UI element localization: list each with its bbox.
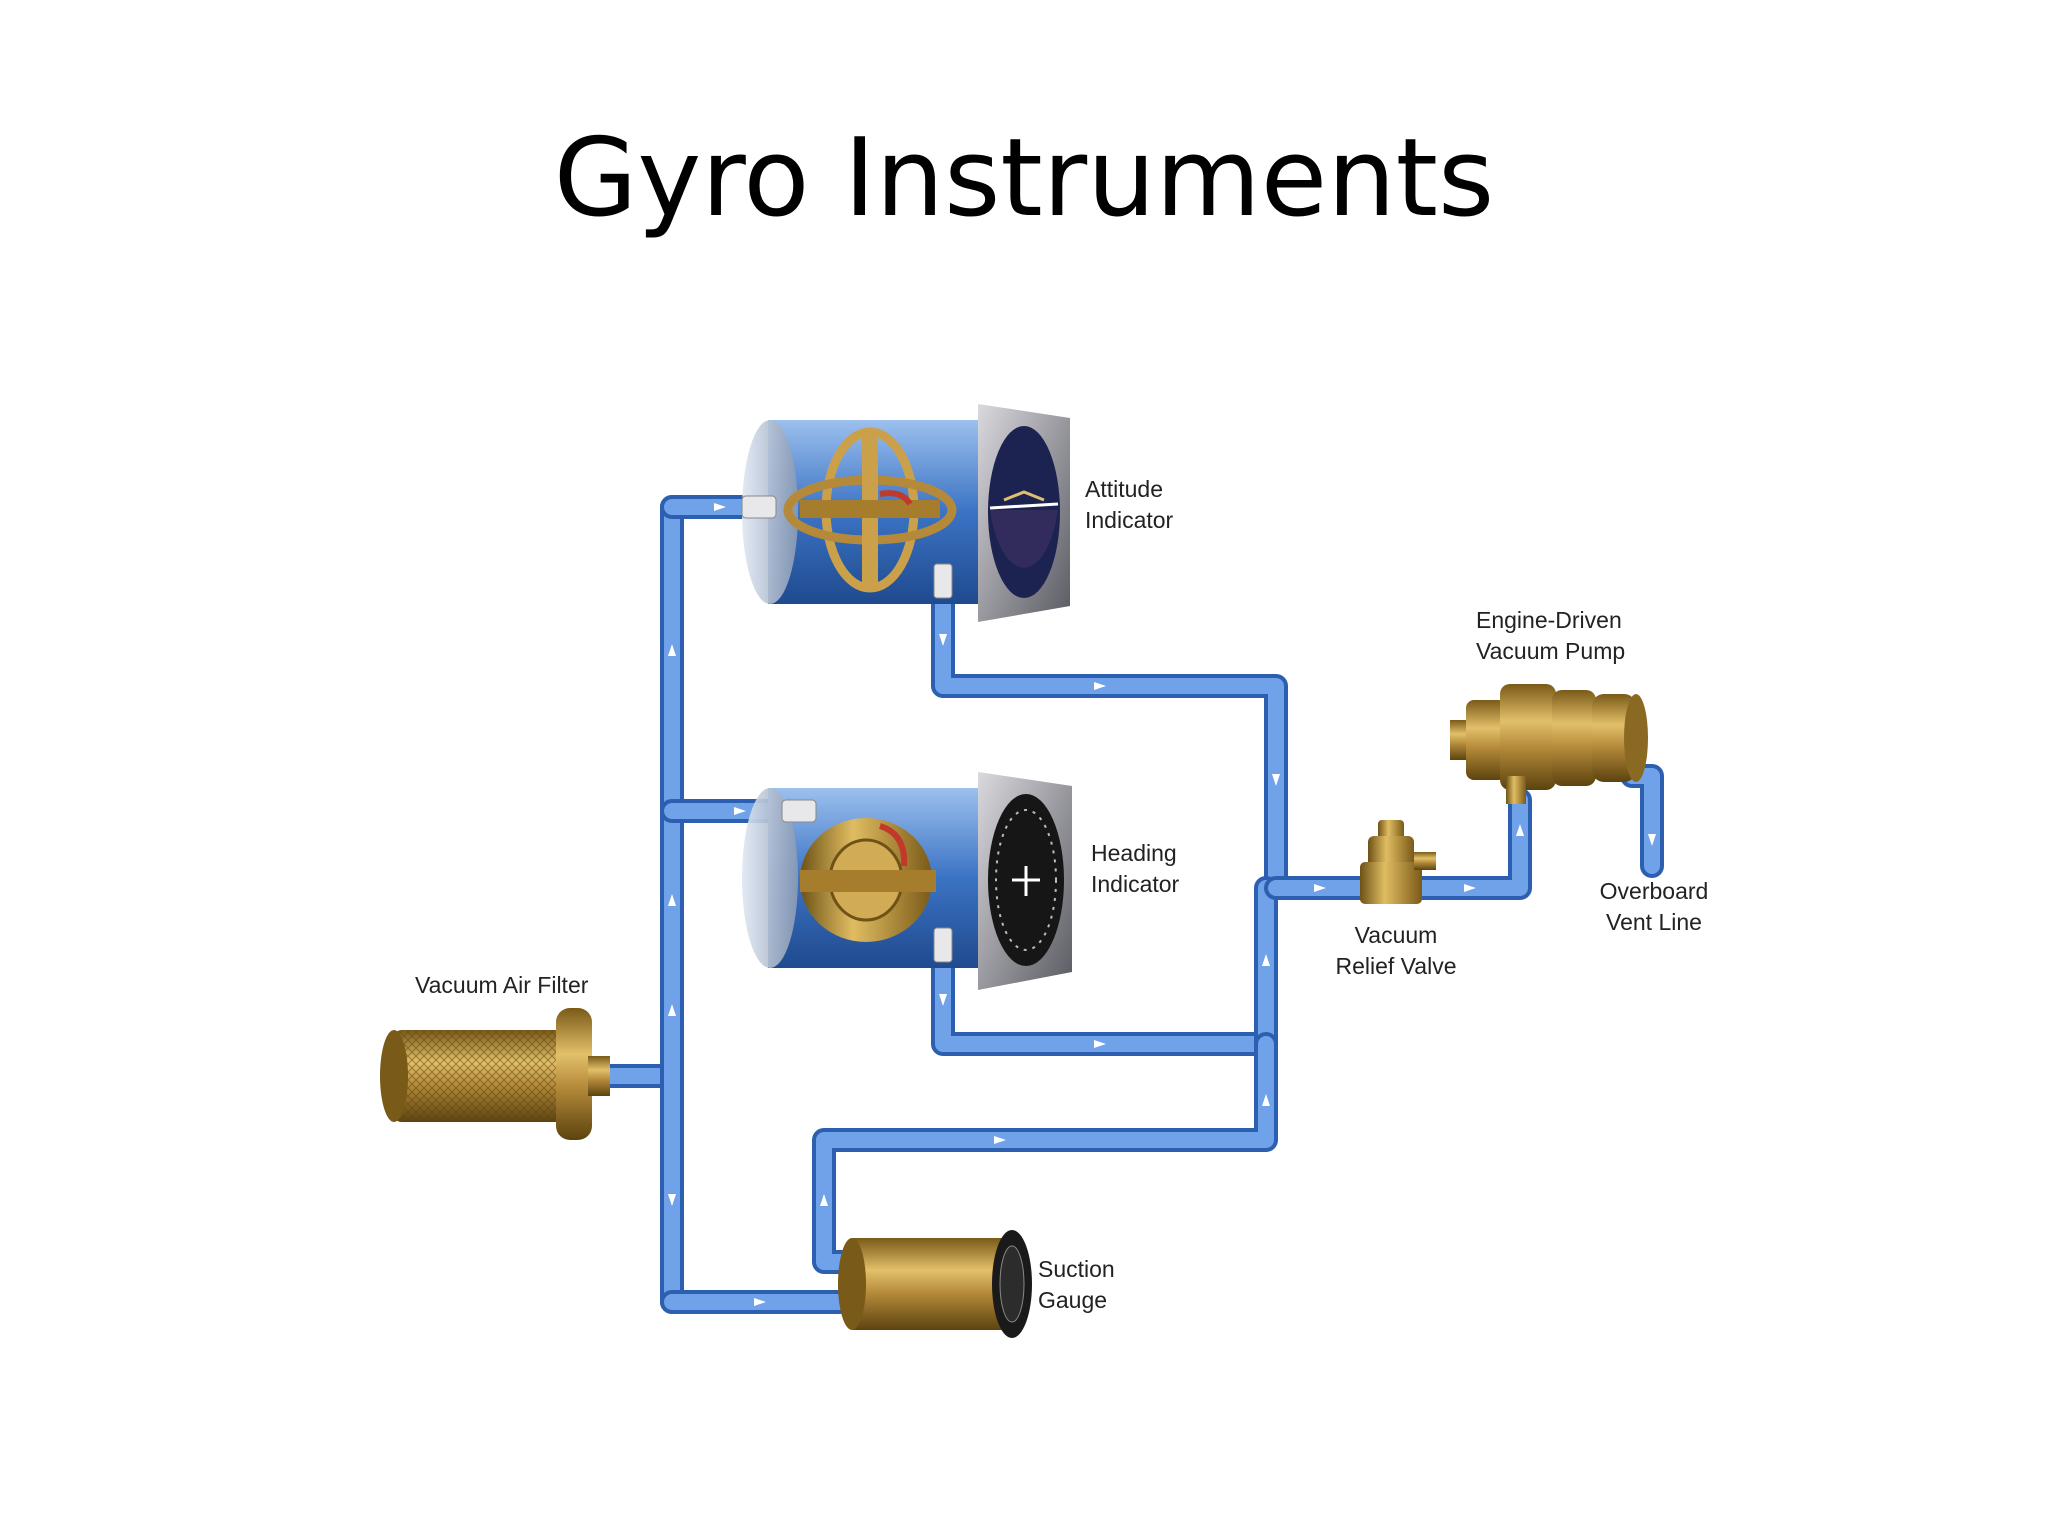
- flow-arrow: [1272, 774, 1280, 786]
- vacuum-pump-label-line2: Vacuum Pump: [1476, 638, 1625, 664]
- suction-gauge-label-line2: Gauge: [1038, 1287, 1107, 1313]
- attitude-indicator-label-line1: Attitude: [1085, 476, 1163, 502]
- flow-arrow: [820, 1194, 828, 1206]
- flow-arrow: [734, 807, 746, 815]
- vacuum-pump-label-line1: Engine-Driven: [1476, 607, 1622, 633]
- vacuum-line-fill: [935, 954, 1274, 1052]
- flow-arrow: [668, 1004, 676, 1016]
- air-filter-icon: [380, 1008, 610, 1140]
- relief-valve-label-line2: Relief Valve: [1335, 953, 1456, 979]
- vacuum-line-fill: [816, 1036, 1274, 1270]
- flow-arrow: [714, 503, 726, 511]
- flow-arrow: [939, 634, 947, 646]
- air-filter-label: Vacuum Air Filter: [415, 972, 589, 998]
- flow-arrow: [668, 894, 676, 906]
- relief-valve-label-line1: Vacuum: [1355, 922, 1438, 948]
- flow-arrow: [1094, 682, 1106, 690]
- vacuum-line: [1408, 788, 1532, 900]
- flow-arrow: [668, 644, 676, 656]
- flow-arrow: [1094, 1040, 1106, 1048]
- suction-gauge-label-line1: Suction: [1038, 1256, 1115, 1282]
- overboard-vent-label-line2: Vent Line: [1606, 909, 1702, 935]
- flow-arrow: [1262, 1094, 1270, 1106]
- heading-indicator-icon: [742, 772, 1072, 990]
- heading-indicator-label-line1: Heading: [1091, 840, 1177, 866]
- flow-arrow: [994, 1136, 1006, 1144]
- flow-arrows: [668, 503, 1656, 1306]
- suction-gauge-icon: [838, 1230, 1032, 1338]
- vacuum-line-fill: [1412, 792, 1528, 896]
- heading-indicator-label-line2: Indicator: [1091, 871, 1180, 897]
- overboard-vent-label-line1: Overboard: [1600, 878, 1709, 904]
- flow-arrow: [1516, 824, 1524, 836]
- attitude-indicator-icon: [741, 404, 1070, 622]
- slide-title: Gyro Instruments: [553, 116, 1495, 241]
- flow-arrow: [1464, 884, 1476, 892]
- flow-arrow: [1648, 834, 1656, 846]
- flow-arrow: [754, 1298, 766, 1306]
- flow-arrow: [939, 994, 947, 1006]
- relief-valve-icon: [1360, 820, 1436, 904]
- attitude-indicator-label-line2: Indicator: [1085, 507, 1174, 533]
- flow-arrow: [668, 1194, 676, 1206]
- vacuum-line: [812, 1032, 1278, 1274]
- flow-arrow: [1262, 954, 1270, 966]
- vacuum-pump-icon: [1450, 684, 1648, 804]
- flow-arrow: [1314, 884, 1326, 892]
